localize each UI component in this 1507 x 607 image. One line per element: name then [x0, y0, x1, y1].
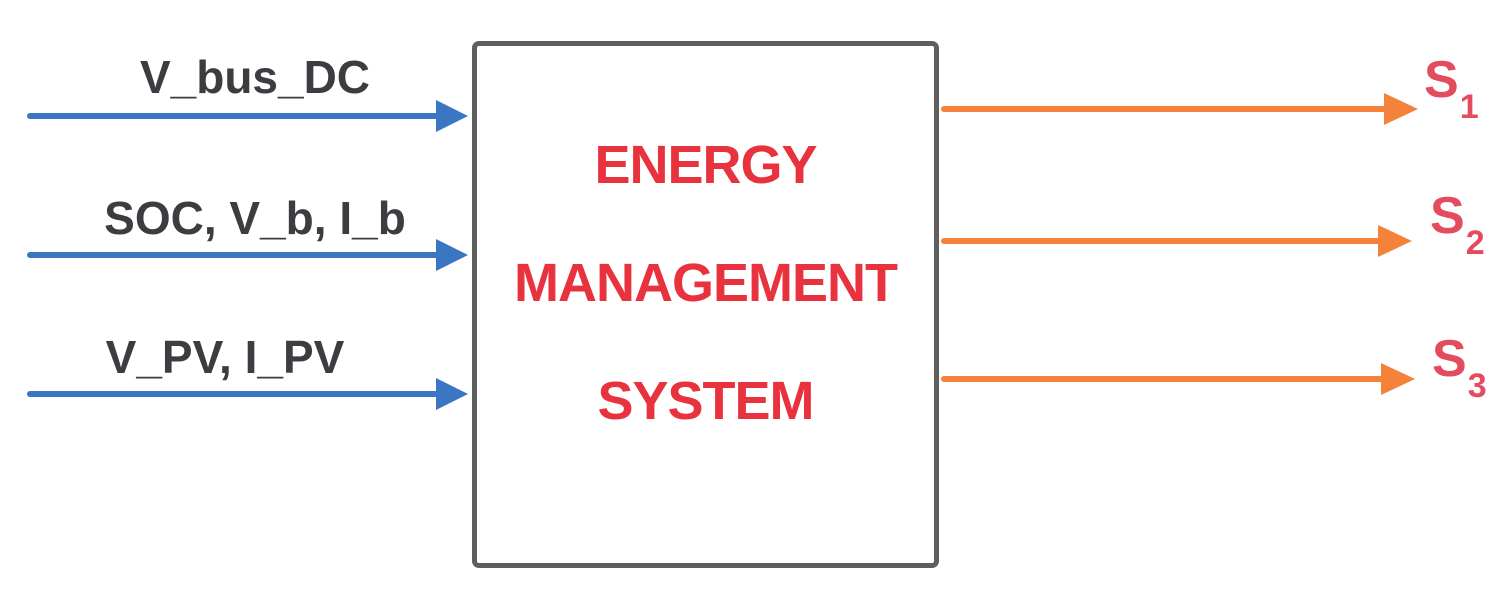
arrowhead-right-icon	[436, 378, 468, 410]
input-label-soc-vb-ib: SOC, V_b, I_b	[104, 192, 406, 244]
output-arrow-1	[941, 92, 1418, 126]
output-label-s3: S3	[1432, 330, 1487, 406]
output-label-letter: S	[1432, 330, 1467, 388]
output-label-s1: S1	[1424, 51, 1479, 127]
arrow-shaft	[27, 391, 442, 397]
input-label-vpv-ipv: V_PV, I_PV	[105, 331, 345, 383]
arrow-shaft	[27, 252, 442, 258]
output-label-letter: S	[1430, 187, 1465, 245]
arrow-shaft	[941, 238, 1386, 244]
output-arrow-2	[941, 224, 1412, 258]
arrowhead-right-icon	[436, 239, 468, 271]
output-label-letter: S	[1424, 51, 1459, 109]
arrowhead-right-icon	[1378, 225, 1412, 257]
arrowhead-right-icon	[1381, 363, 1415, 395]
input-arrow-2	[27, 238, 468, 272]
arrowhead-right-icon	[1384, 93, 1418, 125]
ems-block-title: ENERGY MANAGEMENT SYSTEM	[477, 46, 934, 460]
output-label-s2: S2	[1430, 187, 1485, 263]
arrow-shaft	[27, 113, 442, 119]
ems-title-line-2: MANAGEMENT	[514, 253, 898, 313]
input-label-vbusdc: V_bus_DC	[139, 51, 371, 103]
ems-title-line-3: SYSTEM	[597, 371, 814, 431]
ems-title-line-1: ENERGY	[594, 135, 817, 195]
arrow-shaft	[941, 376, 1389, 382]
ems-block: ENERGY MANAGEMENT SYSTEM	[472, 41, 939, 568]
input-arrow-3	[27, 377, 468, 411]
arrowhead-right-icon	[436, 100, 468, 132]
output-arrow-3	[941, 362, 1415, 396]
arrow-shaft	[941, 106, 1392, 112]
input-arrow-1	[27, 99, 468, 133]
